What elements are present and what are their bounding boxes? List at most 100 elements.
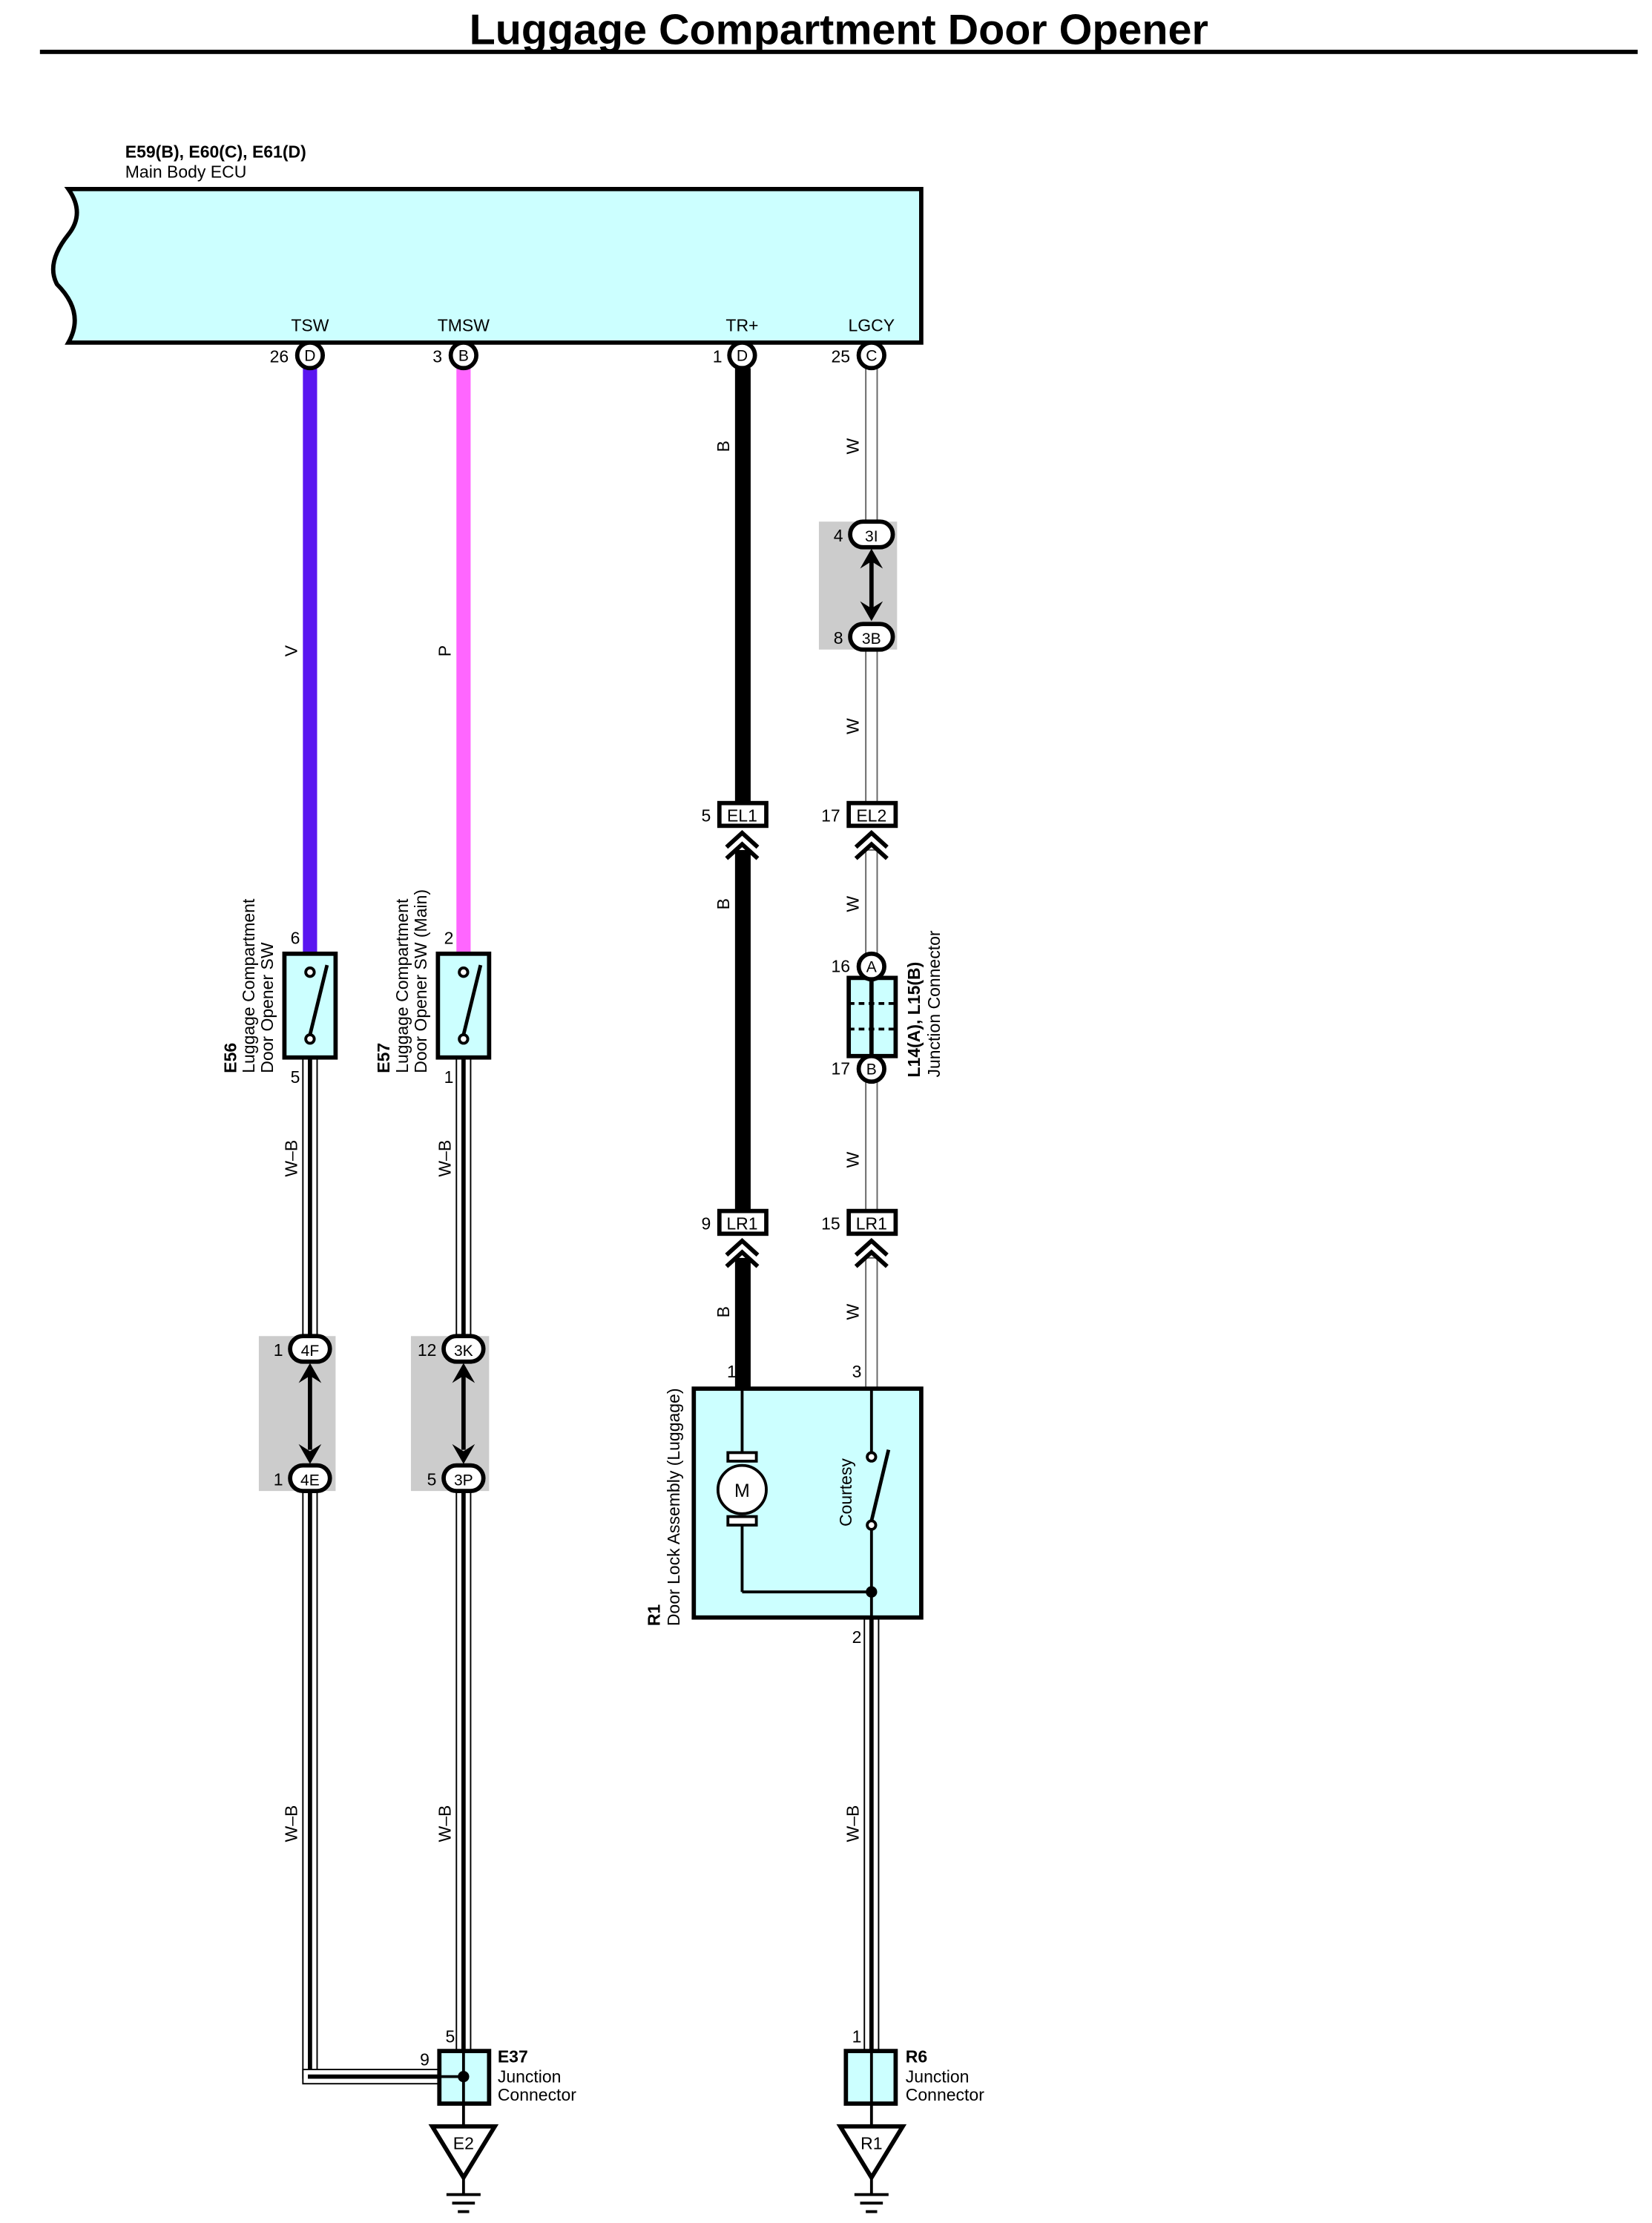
svg-text:17: 17 bbox=[821, 806, 840, 826]
terminal-label-trplus: TR+ bbox=[725, 315, 758, 335]
svg-text:8: 8 bbox=[834, 628, 843, 648]
svg-text:1: 1 bbox=[727, 1362, 737, 1381]
junction-connector-4f-4e: 4F 1 4E 1 bbox=[258, 1334, 336, 1494]
wire-label-wb: W–B bbox=[435, 1140, 455, 1177]
svg-text:B: B bbox=[458, 348, 469, 365]
svg-text:25: 25 bbox=[831, 347, 850, 366]
svg-text:B: B bbox=[866, 1061, 877, 1078]
svg-text:D: D bbox=[304, 348, 315, 365]
svg-text:LR1: LR1 bbox=[726, 1214, 757, 1234]
svg-text:5: 5 bbox=[427, 1469, 437, 1489]
svg-text:R6: R6 bbox=[906, 2046, 927, 2066]
wire-label-b: B bbox=[714, 441, 733, 452]
connector-lr1-white: LR1 15 bbox=[821, 1208, 898, 1267]
connector-el2: EL2 17 bbox=[821, 800, 898, 859]
svg-text:Courtesy: Courtesy bbox=[836, 1458, 855, 1527]
wire-black-2 bbox=[734, 849, 751, 1211]
terminal-label-tmsw: TMSW bbox=[438, 315, 490, 335]
main-body-ecu bbox=[50, 186, 924, 345]
svg-text:Junction: Junction bbox=[906, 2066, 970, 2086]
junction-connector-3i-3b: 3I 4 3B 8 bbox=[818, 519, 898, 652]
ground-e2: E2 bbox=[428, 2104, 499, 2213]
svg-text:3P: 3P bbox=[454, 1472, 473, 1489]
svg-text:1: 1 bbox=[713, 347, 723, 366]
ecu-id: E59(B), E60(C), E61(D) bbox=[125, 142, 306, 162]
junction-connector-e37: 5 9 E37 Junction Connector bbox=[420, 2027, 576, 2106]
svg-text:26: 26 bbox=[270, 347, 289, 366]
svg-text:5: 5 bbox=[291, 1067, 300, 1087]
wire-label-v: V bbox=[282, 645, 301, 656]
svg-text:E56: E56 bbox=[220, 1043, 240, 1073]
motor-icon bbox=[716, 1463, 768, 1515]
svg-text:4E: 4E bbox=[300, 1472, 320, 1489]
wire-black-3 bbox=[734, 1257, 751, 1389]
ecu-terminal-trplus: D 1 bbox=[713, 340, 757, 371]
svg-text:3K: 3K bbox=[454, 1343, 473, 1360]
svg-text:12: 12 bbox=[418, 1340, 437, 1360]
svg-text:E37: E37 bbox=[498, 2046, 528, 2066]
svg-text:5: 5 bbox=[701, 806, 711, 826]
svg-text:9: 9 bbox=[701, 1214, 711, 1234]
svg-text:15: 15 bbox=[821, 1214, 840, 1234]
svg-text:Junction Connector: Junction Connector bbox=[924, 930, 944, 1077]
wire-label-w: W bbox=[843, 438, 863, 455]
wire-label-b: B bbox=[714, 898, 733, 909]
junction-connector-l14-l15: A 16 B 17 L14(A), L15(B) Junction Connec… bbox=[831, 930, 944, 1084]
svg-text:EL1: EL1 bbox=[727, 806, 757, 826]
wire-label-wb: W–B bbox=[435, 1805, 455, 1842]
svg-text:LR1: LR1 bbox=[856, 1214, 887, 1234]
page-title: Luggage Compartment Door Opener bbox=[470, 6, 1208, 53]
wire-white-black bbox=[302, 1056, 880, 2085]
svg-text:5: 5 bbox=[446, 2027, 455, 2046]
svg-text:M: M bbox=[734, 1481, 750, 1501]
svg-text:1: 1 bbox=[444, 1067, 454, 1087]
svg-text:16: 16 bbox=[831, 957, 850, 976]
svg-text:Luggage Compartment: Luggage Compartment bbox=[392, 898, 412, 1073]
wire-label-w: W bbox=[843, 718, 863, 734]
svg-text:2: 2 bbox=[852, 1627, 862, 1647]
svg-text:E57: E57 bbox=[374, 1043, 393, 1073]
svg-text:Door Lock Assembly (Luggage): Door Lock Assembly (Luggage) bbox=[664, 1389, 683, 1627]
wire-label-wb: W–B bbox=[282, 1140, 301, 1177]
svg-text:Door Opener SW (Main): Door Opener SW (Main) bbox=[411, 889, 430, 1073]
door-lock-assembly-r1: M Courtesy 1 3 2 R1 Door Lock Assembly (… bbox=[644, 1362, 924, 1647]
svg-text:1: 1 bbox=[274, 1340, 283, 1360]
terminal-label-tsw: TSW bbox=[291, 315, 329, 335]
ecu-terminal-tsw: D 26 bbox=[270, 340, 326, 371]
svg-text:R1: R1 bbox=[644, 1604, 663, 1627]
svg-text:R1: R1 bbox=[860, 2133, 882, 2153]
svg-text:6: 6 bbox=[291, 928, 300, 947]
wire-label-w: W bbox=[843, 896, 863, 912]
svg-text:3I: 3I bbox=[865, 528, 878, 545]
svg-text:A: A bbox=[866, 959, 877, 976]
svg-text:1: 1 bbox=[852, 2027, 862, 2046]
svg-text:L14(A), L15(B): L14(A), L15(B) bbox=[904, 962, 924, 1078]
title-rule bbox=[39, 50, 1638, 54]
svg-text:Connector: Connector bbox=[906, 2085, 984, 2104]
svg-text:C: C bbox=[866, 348, 877, 365]
connector-el1: EL1 5 bbox=[701, 800, 769, 859]
svg-text:1: 1 bbox=[274, 1469, 283, 1489]
svg-text:EL2: EL2 bbox=[856, 806, 886, 826]
wire-label-w: W bbox=[843, 1152, 863, 1168]
svg-text:Connector: Connector bbox=[498, 2085, 576, 2104]
svg-text:Luggage Compartment: Luggage Compartment bbox=[239, 898, 258, 1073]
svg-text:17: 17 bbox=[831, 1059, 850, 1078]
svg-text:2: 2 bbox=[444, 928, 454, 947]
ground-icon bbox=[836, 2124, 907, 2182]
wire-label-p: P bbox=[435, 645, 455, 656]
switch-e57: 2 1 E57 Luggage Compartment Door Opener … bbox=[374, 889, 492, 1087]
wire-label-w: W bbox=[843, 1304, 863, 1320]
svg-text:Junction: Junction bbox=[498, 2066, 562, 2086]
switch-e56: 6 5 E56 Luggage Compartment Door Opener … bbox=[220, 898, 338, 1087]
svg-text:3: 3 bbox=[432, 347, 442, 366]
terminal-label-lgcy: LGCY bbox=[849, 315, 895, 335]
wire-label-b: B bbox=[714, 1306, 733, 1317]
wire-black-1 bbox=[734, 368, 751, 803]
svg-text:3: 3 bbox=[852, 1362, 862, 1381]
svg-text:D: D bbox=[737, 348, 748, 365]
wire-label-wb: W–B bbox=[843, 1805, 863, 1842]
svg-text:4F: 4F bbox=[301, 1343, 320, 1360]
svg-text:4: 4 bbox=[834, 526, 843, 545]
ecu-name: Main Body ECU bbox=[125, 162, 247, 182]
